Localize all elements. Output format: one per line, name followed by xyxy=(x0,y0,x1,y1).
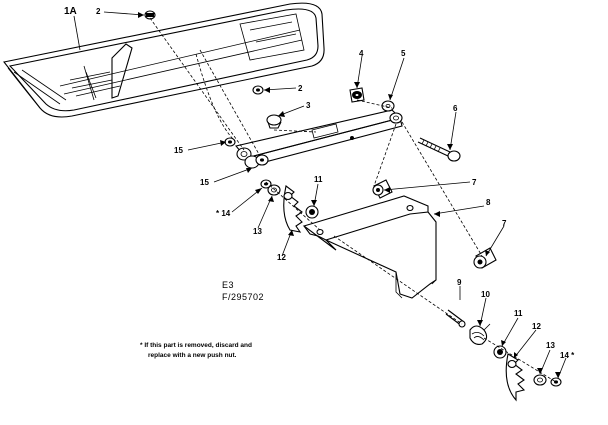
callout-15-upper: 15 xyxy=(174,146,183,155)
reference-line-2: F/295702 xyxy=(222,292,264,302)
callout-11-right: 11 xyxy=(514,309,523,318)
callout-6: 6 xyxy=(453,104,458,113)
callout-13-right: 13 xyxy=(546,341,555,350)
spacer-7-lower xyxy=(473,247,497,269)
reference-line-1: E3 xyxy=(222,280,234,290)
footnote-line-2: replace with a new push nut. xyxy=(148,352,237,359)
spacer-7-upper xyxy=(372,179,393,199)
callout-8: 8 xyxy=(486,198,491,207)
footnote-line-1: * If this part is removed, discard and xyxy=(140,342,252,349)
ratchet-12-right xyxy=(505,353,526,402)
footnote: * If this part is removed, discard and r… xyxy=(140,342,252,359)
callout-12-left: 12 xyxy=(277,253,286,262)
callout-labels: 1A 2 2 3 4 5 6 7 7 8 9 10 11 11 12 12 13… xyxy=(64,6,575,360)
screw-6 xyxy=(417,137,461,162)
bracket-8 xyxy=(302,195,437,299)
blade-guard xyxy=(3,2,325,118)
callout-14-left: * 14 xyxy=(216,209,231,218)
washer-11-right xyxy=(493,345,507,359)
callout-14-right: 14 * xyxy=(560,351,575,360)
spring-11-left xyxy=(305,205,319,219)
ratchet-12-left xyxy=(283,185,303,233)
callout-7-lower: 7 xyxy=(502,219,507,228)
callout-2-lower: 2 xyxy=(298,84,303,93)
nut-2-upper xyxy=(144,10,156,20)
callout-1A: 1A xyxy=(64,6,77,17)
washer-13-right xyxy=(533,374,547,386)
push-nut-14-right xyxy=(550,377,562,387)
nut-2-lower xyxy=(252,85,264,95)
leader-lines xyxy=(73,11,567,379)
washer-13-left xyxy=(267,184,281,196)
callout-15-lower: 15 xyxy=(200,178,209,187)
reference-code: E3 F/295702 xyxy=(222,280,264,302)
callout-4: 4 xyxy=(359,49,364,58)
callout-7-upper: 7 xyxy=(472,178,477,187)
bushing-15-lower xyxy=(244,154,269,169)
callout-5: 5 xyxy=(401,49,406,58)
nut-4 xyxy=(349,87,365,103)
knob-3 xyxy=(266,114,282,129)
pin-9 xyxy=(445,309,466,328)
push-nut-14-left xyxy=(260,179,272,189)
callout-3: 3 xyxy=(306,101,311,110)
spring-10 xyxy=(469,323,491,345)
callout-12-right: 12 xyxy=(532,322,541,331)
callout-2-upper: 2 xyxy=(96,7,101,16)
callout-11-left: 11 xyxy=(314,175,323,184)
callout-13-left: 13 xyxy=(253,227,262,236)
alignment-lines xyxy=(149,17,557,383)
callout-10: 10 xyxy=(481,290,490,299)
callout-9: 9 xyxy=(457,278,462,287)
bolt-15-upper xyxy=(224,137,236,147)
